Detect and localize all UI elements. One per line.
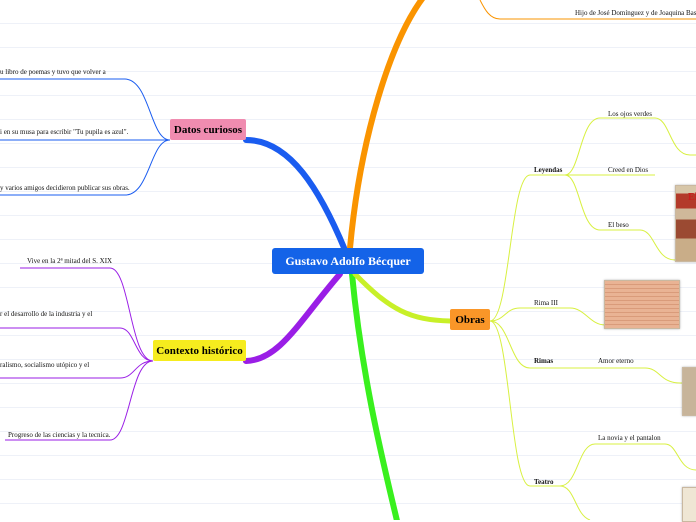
leaf-amor-eterno[interactable]: Amor eterno bbox=[598, 357, 634, 365]
leaf-datos-2[interactable]: i en su musa para escribir "Tu pupila es… bbox=[0, 128, 129, 136]
leaf-los-ojos-verdes[interactable]: Los ojos verdes bbox=[608, 110, 652, 118]
leaf-datos-1[interactable]: u libro de poemas y tuvo que volver a bbox=[0, 68, 106, 76]
leaf-contexto-3[interactable]: ralismo, socialismo utópico y el bbox=[0, 361, 90, 369]
topic-obras-label: Obras bbox=[455, 313, 485, 326]
topic-obras[interactable]: Obras bbox=[450, 309, 490, 330]
branch-obras bbox=[352, 271, 453, 324]
book-cover-title: El bbox=[688, 192, 696, 203]
subtopic-rima-iii[interactable]: Rima III bbox=[534, 299, 558, 307]
leaf-la-novia-y-el-pantalon[interactable]: La novia y el pantalon bbox=[598, 434, 661, 442]
subtopic-rimas[interactable]: Rimas bbox=[534, 357, 554, 365]
leaf-el-beso[interactable]: El beso bbox=[608, 221, 629, 229]
leaf-creed-en-dios[interactable]: Creed en Dios bbox=[608, 166, 649, 174]
subtopic-teatro[interactable]: Teatro bbox=[534, 478, 554, 486]
topic-datos-curiosos[interactable]: Datos curiosos bbox=[170, 119, 246, 140]
leaf-contexto-4[interactable]: Progreso de las ciencias y la tecnica. bbox=[8, 431, 111, 439]
rimas-book-image[interactable] bbox=[682, 367, 696, 416]
branch-top bbox=[347, 0, 426, 251]
leaf-contexto-1[interactable]: Vive en la 2ª mitad del S. XIX bbox=[27, 257, 113, 265]
leaf-hijo-de[interactable]: Hijo de José Domínguez y de Joaquina Bas bbox=[575, 9, 696, 17]
topic-datos-label: Datos curiosos bbox=[173, 123, 243, 136]
topic-contexto-label: Contexto histórico bbox=[156, 344, 243, 357]
manuscript-image[interactable] bbox=[604, 280, 680, 329]
leaf-contexto-2[interactable]: r el desarrollo de la industria y el bbox=[0, 310, 93, 318]
branch-contexto bbox=[243, 271, 343, 364]
leaf-datos-3[interactable]: y varios amigos decidieron publicar sus … bbox=[0, 184, 130, 192]
subtopic-leyendas[interactable]: Leyendas bbox=[534, 166, 563, 174]
book-cover-image[interactable]: El bbox=[675, 185, 696, 262]
branch-bottom bbox=[349, 271, 400, 520]
central-topic-label: Gustavo Adolfo Bécquer bbox=[285, 253, 411, 268]
topic-contexto-historico[interactable]: Contexto histórico bbox=[153, 340, 246, 361]
central-topic-node[interactable]: Gustavo Adolfo Bécquer bbox=[272, 248, 424, 274]
teatro-book-image[interactable] bbox=[682, 487, 696, 522]
branch-datos bbox=[243, 137, 348, 253]
